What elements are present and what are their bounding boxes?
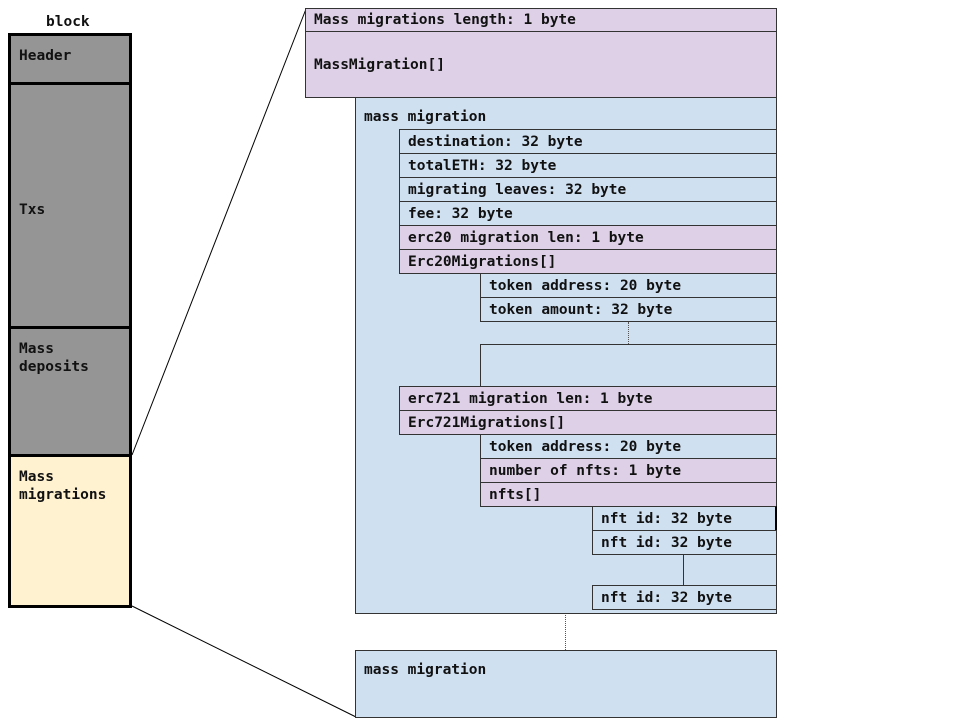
nft-continuation-line (683, 555, 684, 585)
mass-migration-continuation-dots (565, 615, 566, 650)
block-header-segment: Header (8, 33, 132, 85)
block-mass-migrations-segment: Mass migrations (8, 454, 132, 608)
nfts-array-field: nfts[] (480, 482, 777, 507)
erc20-token-address-label: token address: 20 byte (489, 277, 682, 294)
erc721-token-address-field: token address: 20 byte (480, 434, 777, 459)
destination-field: destination: 32 byte (399, 129, 777, 154)
number-of-nfts-field: number of nfts: 1 byte (480, 458, 777, 483)
fee-label: fee: 32 byte (408, 205, 513, 222)
block-mass-migrations-label: Mass migrations (19, 469, 107, 503)
erc721-migration-len-label: erc721 migration len: 1 byte (408, 390, 653, 407)
erc20-migration-len-field: erc20 migration len: 1 byte (399, 225, 777, 250)
mass-migrations-length-field: Mass migrations length: 1 byte (305, 8, 777, 32)
erc20-continuation-dots (628, 322, 629, 344)
zoom-line-top (131, 8, 307, 456)
nft-id-field-1: nft id: 32 byte (592, 506, 777, 531)
nft-id-field-3: nft id: 32 byte (592, 585, 777, 610)
erc20-token-amount-label: token amount: 32 byte (489, 301, 673, 318)
erc20-token-address-field: token address: 20 byte (480, 273, 777, 298)
mass-migration-title: mass migration (364, 109, 487, 125)
block-title: block (46, 14, 90, 30)
erc20-migration-len-label: erc20 migration len: 1 byte (408, 229, 644, 246)
nft-id-label-1: nft id: 32 byte (601, 510, 732, 527)
total-eth-field: totalETH: 32 byte (399, 153, 777, 178)
block-txs-label: Txs (19, 202, 46, 218)
erc20-migration-empty-entry (480, 344, 777, 387)
block-mass-deposits-label: Mass deposits (19, 341, 89, 375)
number-of-nfts-label: number of nfts: 1 byte (489, 462, 682, 479)
destination-label: destination: 32 byte (408, 133, 583, 150)
zoom-line-bottom (131, 605, 357, 718)
erc721-token-address-label: token address: 20 byte (489, 438, 682, 455)
erc721-migration-len-field: erc721 migration len: 1 byte (399, 386, 777, 411)
total-eth-label: totalETH: 32 byte (408, 157, 557, 174)
mass-migration-array-field: MassMigration[] (305, 31, 777, 98)
fee-field: fee: 32 byte (399, 201, 777, 226)
erc721-migrations-array-label: Erc721Migrations[] (408, 414, 566, 431)
mass-migration-array-label: MassMigration[] (314, 56, 445, 73)
nft-id-label-2: nft id: 32 byte (601, 534, 732, 551)
migrating-leaves-label: migrating leaves: 32 byte (408, 181, 627, 198)
mass-migration-container-2 (355, 650, 777, 718)
migrating-leaves-field: migrating leaves: 32 byte (399, 177, 777, 202)
block-txs-segment: Txs (8, 82, 132, 330)
erc721-migrations-array-field: Erc721Migrations[] (399, 410, 777, 435)
erc20-token-amount-field: token amount: 32 byte (480, 297, 777, 322)
erc20-migrations-array-label: Erc20Migrations[] (408, 253, 557, 270)
mass-migrations-length-label: Mass migrations length: 1 byte (314, 12, 576, 28)
nft-id-field-2: nft id: 32 byte (592, 530, 777, 555)
block-mass-deposits-segment: Mass deposits (8, 326, 132, 457)
nfts-array-label: nfts[] (489, 486, 542, 503)
mass-migration-title-2: mass migration (364, 662, 487, 678)
erc20-migrations-array-field: Erc20Migrations[] (399, 249, 777, 274)
block-header-label: Header (19, 48, 72, 64)
nft-id-label-3: nft id: 32 byte (601, 589, 732, 606)
